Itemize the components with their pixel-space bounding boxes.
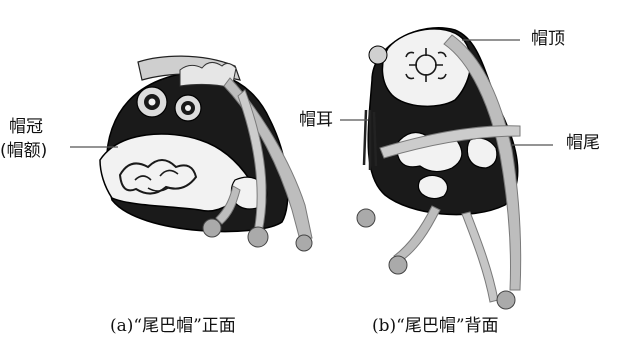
front-hat-bead-1 <box>203 219 221 237</box>
front-hat-medallion-right <box>175 95 201 121</box>
label-crown: 帽冠 <box>9 118 43 136</box>
back-hat-ribbon-3 <box>394 206 440 262</box>
front-hat-bead-2 <box>248 227 268 247</box>
front-hat-bead-3 <box>296 235 312 251</box>
back-hat-bead-3 <box>497 291 515 309</box>
label-ear: 帽耳 <box>299 111 333 129</box>
back-hat-lower-pattern <box>418 175 447 198</box>
front-hat-illustration <box>100 56 312 251</box>
caption-back: (b)“尾巴帽”背面 <box>372 317 499 335</box>
back-hat-small-medallion <box>369 46 387 64</box>
back-hat-ribbon-4 <box>462 212 498 302</box>
back-hat-bead-2 <box>389 256 407 274</box>
caption-front: (a)“尾巴帽”正面 <box>110 317 236 335</box>
back-hat-bead-1 <box>357 209 375 227</box>
front-hat-medallion-left <box>137 87 167 117</box>
label-crown-alt: (帽额) <box>0 142 47 160</box>
back-hat-illustration <box>357 28 521 309</box>
label-top: 帽顶 <box>531 30 565 48</box>
label-tail: 帽尾 <box>566 134 600 152</box>
